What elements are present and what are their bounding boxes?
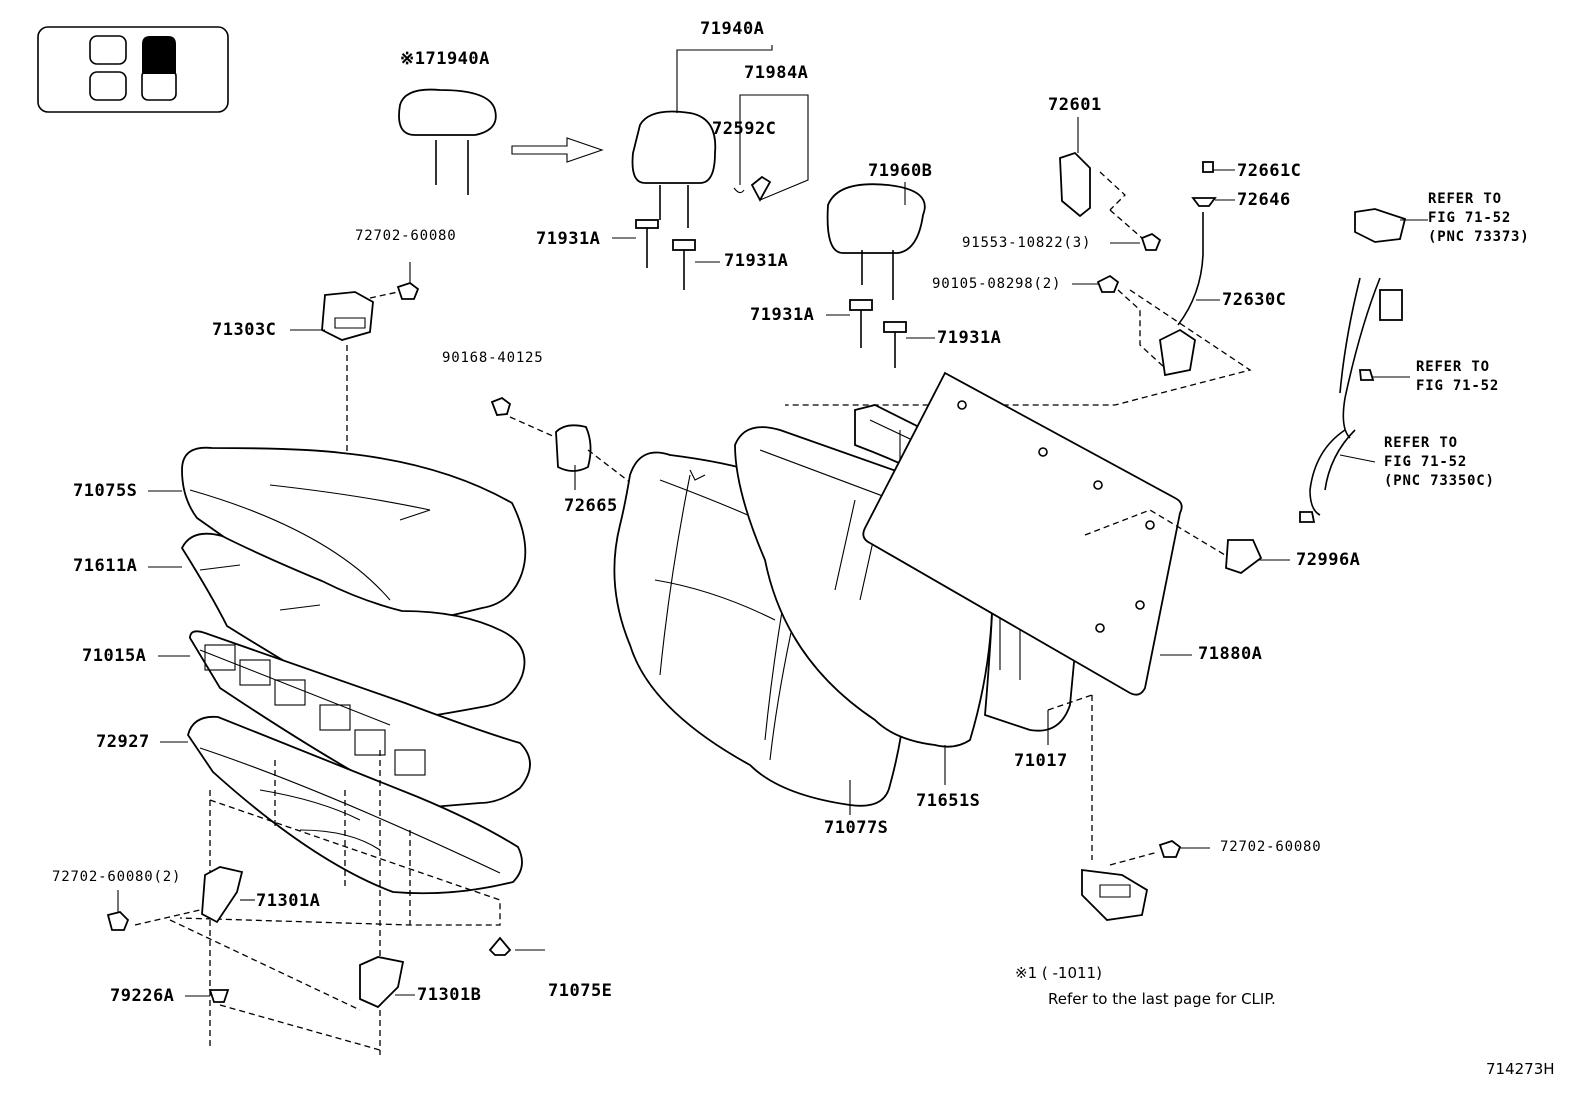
headrest-71940A bbox=[631, 45, 809, 228]
refer-line: (PNC 73373) bbox=[1428, 228, 1530, 245]
label-71960B: 71960B bbox=[868, 161, 933, 181]
refer-line: FIG 71-52 bbox=[1428, 209, 1512, 226]
label-71931A-3: 71931A bbox=[750, 305, 815, 325]
refer-line: FIG 71-52 bbox=[1416, 377, 1500, 394]
label-71931A-1: 71931A bbox=[536, 229, 601, 249]
transition-arrow bbox=[511, 137, 604, 163]
label-72665: 72665 bbox=[564, 496, 618, 516]
label-90105-08298: 90105-08298(2) bbox=[932, 276, 1062, 292]
label-72661C: 72661C bbox=[1237, 161, 1302, 181]
refer-line: REFER TO bbox=[1428, 191, 1502, 207]
release-cable-72630C bbox=[785, 161, 1252, 406]
guide-pins-71931A-upper bbox=[612, 219, 720, 290]
label-71611A: 71611A bbox=[73, 556, 138, 576]
label-71651S: 71651S bbox=[916, 791, 981, 811]
label-71931A-4: 71931A bbox=[937, 328, 1002, 348]
footnote-line-2: Refer to the last page for CLIP. bbox=[1048, 990, 1276, 1008]
refer-line: FIG 71-52 bbox=[1384, 453, 1468, 470]
label-72702-60080-left: 72702-60080(2) bbox=[52, 869, 182, 885]
bracket-71303C bbox=[290, 262, 420, 452]
seat-belt-assembly bbox=[1299, 208, 1428, 523]
label-71931A-2: 71931A bbox=[724, 251, 789, 271]
label-71017: 71017 bbox=[1014, 751, 1068, 771]
seat-layout-icon bbox=[37, 26, 229, 113]
label-71303C: 71303C bbox=[212, 320, 277, 340]
label-71301A: 71301A bbox=[256, 891, 321, 911]
guide-pins-71931A-lower bbox=[826, 299, 935, 368]
bracket-71301B bbox=[169, 919, 415, 1051]
label-72646: 72646 bbox=[1237, 190, 1291, 210]
label-71940A: 71940A bbox=[700, 19, 765, 39]
label-79226A: 79226A bbox=[110, 986, 175, 1006]
headrest-71940A-star bbox=[398, 88, 497, 195]
label-71880A: 71880A bbox=[1198, 644, 1263, 664]
refer-to-fig-71-52[interactable]: REFER TO FIG 71-52 bbox=[1416, 358, 1499, 396]
label-71940A-star: ※171940A bbox=[400, 49, 490, 69]
label-71301B: 71301B bbox=[417, 985, 482, 1005]
label-72996A: 72996A bbox=[1296, 550, 1361, 570]
cover-72665 bbox=[490, 396, 641, 491]
label-71077S: 71077S bbox=[824, 818, 889, 838]
clip-71075E bbox=[488, 936, 545, 956]
label-71015A: 71015A bbox=[82, 646, 147, 666]
refer-line: (PNC 73350C) bbox=[1384, 472, 1495, 489]
bracket-71301A bbox=[106, 866, 255, 931]
clip-72996A bbox=[1225, 539, 1290, 575]
label-90168-40125: 90168-40125 bbox=[442, 350, 544, 366]
label-72702-60080-right: 72702-60080 bbox=[1220, 839, 1322, 855]
label-72630C: 72630C bbox=[1222, 290, 1287, 310]
refer-to-fig-71-52-pnc-73350c[interactable]: REFER TO FIG 71-52 (PNC 73350C) bbox=[1384, 434, 1495, 491]
hinge-72601 bbox=[1059, 117, 1162, 251]
label-91553-10822: 91553-10822(3) bbox=[962, 235, 1092, 251]
figure-code: 714273H bbox=[1486, 1060, 1555, 1078]
label-72927: 72927 bbox=[96, 732, 150, 752]
label-71075E: 71075E bbox=[548, 981, 613, 1001]
label-71984A: 71984A bbox=[744, 63, 809, 83]
refer-to-fig-71-52-pnc-73373[interactable]: REFER TO FIG 71-52 (PNC 73373) bbox=[1428, 190, 1530, 247]
clip-79226A bbox=[185, 989, 230, 1003]
seat-frame-71015A bbox=[158, 630, 531, 809]
refer-line: REFER TO bbox=[1416, 359, 1490, 375]
bracket-72702-60080-right bbox=[1047, 694, 1210, 921]
label-71075S: 71075S bbox=[73, 481, 138, 501]
label-72702-60080-top: 72702-60080 bbox=[355, 228, 457, 244]
label-72592C: 72592C bbox=[712, 119, 777, 139]
refer-line: REFER TO bbox=[1384, 435, 1458, 451]
footnote-line-1: ※1 ( -1011) bbox=[1015, 964, 1102, 982]
label-72601: 72601 bbox=[1048, 95, 1102, 115]
headrest-71960B bbox=[826, 182, 926, 300]
seatback-board-71880A bbox=[862, 371, 1226, 696]
seat-tray-72927 bbox=[160, 715, 523, 1055]
